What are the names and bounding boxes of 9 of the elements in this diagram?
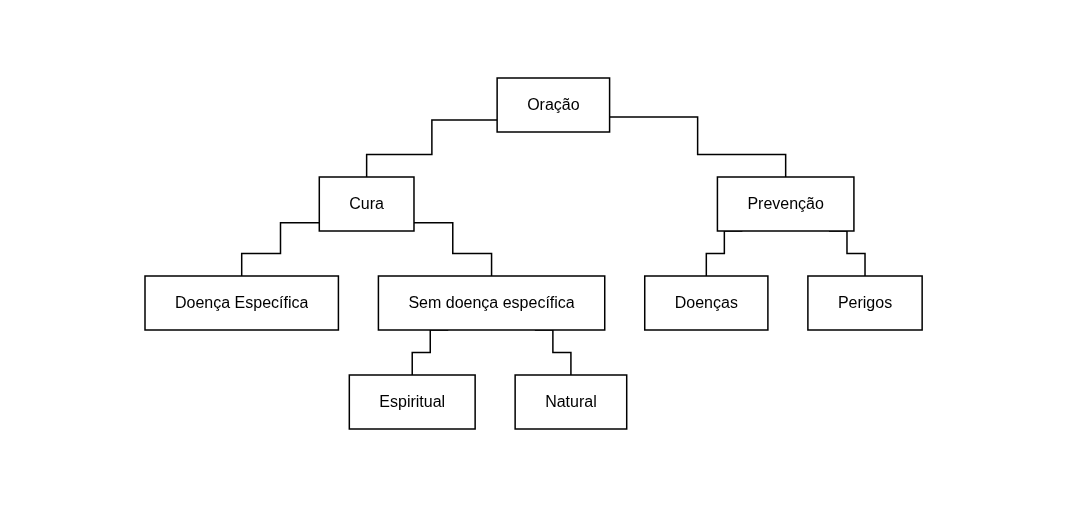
node-box: Natural (514, 374, 628, 430)
node-box: Sem doença específica (378, 275, 606, 331)
node-box: Doença Específica (144, 275, 340, 331)
node-box: Prevenção (717, 176, 856, 232)
node-box: Oração (496, 77, 611, 133)
node-box: Doenças (644, 275, 770, 331)
node-box: Espiritual (349, 374, 477, 430)
node-box: Cura (318, 176, 416, 232)
node-box: Perigos (807, 275, 924, 331)
